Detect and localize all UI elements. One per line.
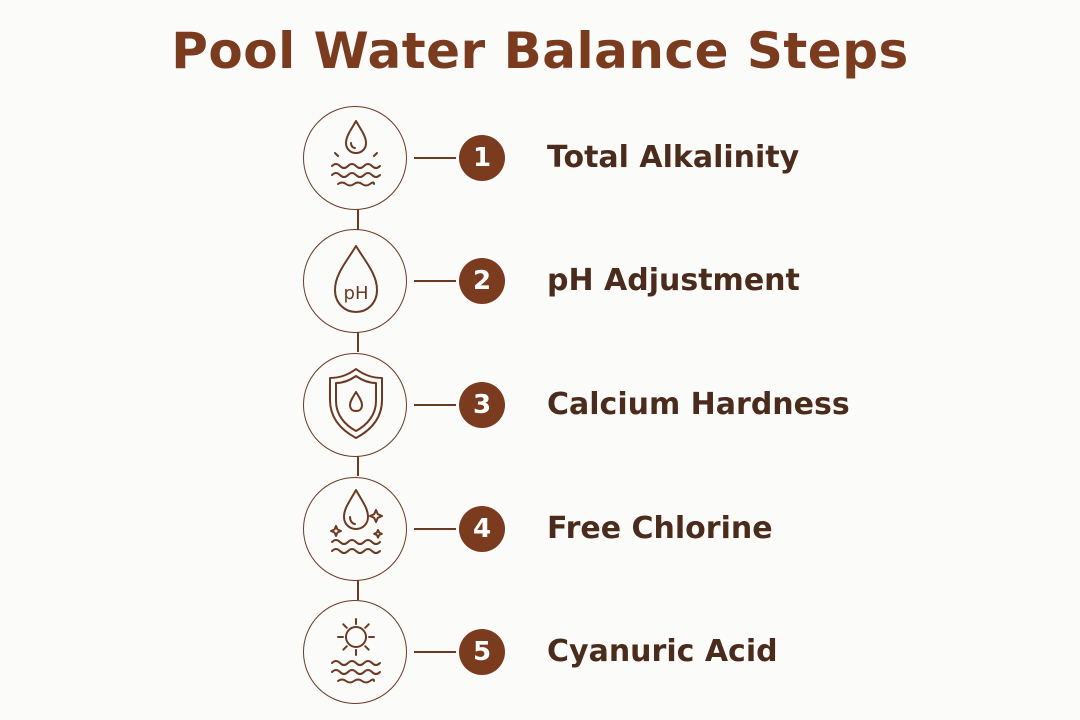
link-line <box>414 404 456 406</box>
link-line <box>414 157 456 159</box>
step-5: 5 Cyanuric Acid <box>0 600 1080 710</box>
page-title: Pool Water Balance Steps <box>171 22 909 80</box>
sun-waves-icon <box>303 600 407 704</box>
step-number-badge: 1 <box>459 135 505 181</box>
connector-line <box>357 580 359 600</box>
step-number-badge: 5 <box>459 629 505 675</box>
water-drop-waves-icon <box>303 106 407 210</box>
step-3: 3 Calcium Hardness <box>0 353 1080 463</box>
step-1: 1 Total Alkalinity <box>0 106 1080 216</box>
ph-drop-icon: pH <box>303 229 407 333</box>
step-label: Calcium Hardness <box>547 387 850 422</box>
connector-line <box>357 456 359 476</box>
sparkle-drop-icon <box>303 477 407 581</box>
link-line <box>414 528 456 530</box>
step-2: pH 2 pH Adjustment <box>0 229 1080 339</box>
ph-icon-text: pH <box>344 283 369 304</box>
step-label: Free Chlorine <box>547 511 773 546</box>
step-label: Cyanuric Acid <box>547 634 778 669</box>
step-number-badge: 3 <box>459 382 505 428</box>
shield-drop-icon <box>303 353 407 457</box>
connector-line <box>357 332 359 352</box>
connector-line <box>357 208 359 230</box>
link-line <box>414 280 456 282</box>
step-number-badge: 4 <box>459 506 505 552</box>
step-number-badge: 2 <box>459 258 505 304</box>
step-label: pH Adjustment <box>547 263 800 298</box>
step-label: Total Alkalinity <box>547 140 800 175</box>
link-line <box>414 651 456 653</box>
step-4: 4 Free Chlorine <box>0 477 1080 587</box>
